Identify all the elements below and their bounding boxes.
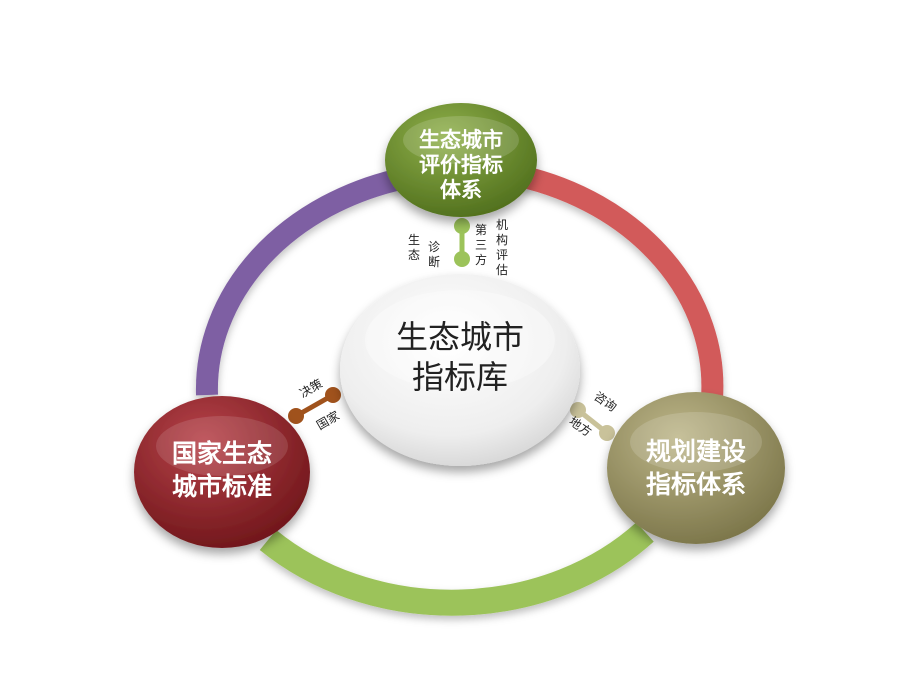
connector-top-label-right-a: 第 三 方 (475, 223, 487, 267)
svg-text:机: 机 (496, 218, 508, 232)
node-top: 生态城市 评价指标 体系 (385, 103, 537, 217)
svg-text:生: 生 (408, 233, 420, 247)
connector-left-dot-inner (325, 387, 341, 403)
node-right-label-line-1: 规划建设 (646, 437, 746, 466)
svg-text:估: 估 (496, 263, 508, 277)
connector-top: 生 态 诊 断 第 三 方 机 构 评 估 (408, 218, 508, 277)
ring-arc-right (517, 165, 724, 399)
connector-right-dot-outer (599, 425, 615, 441)
node-top-label-line-1: 生态城市 (419, 128, 503, 152)
center-node: 生态城市 指标库 (340, 274, 580, 466)
node-right-label-line-2: 指标体系 (646, 470, 746, 499)
node-left: 国家生态 城市标准 (134, 396, 310, 548)
connector-right-dot-inner (570, 402, 586, 418)
ring-arc-bottom (259, 522, 654, 616)
connector-top-dot-upper (454, 218, 470, 234)
svg-text:诊: 诊 (428, 240, 440, 254)
svg-text:第: 第 (475, 223, 487, 237)
connector-left: 决策 国家 (288, 376, 342, 433)
ring-arc-left (195, 167, 408, 396)
connector-top-dot-lower (454, 251, 470, 267)
center-node-title-line-2: 指标库 (412, 358, 508, 396)
node-top-label-line-2: 评价指标 (419, 153, 503, 177)
center-node-title-line-1: 生态城市 (396, 318, 524, 356)
connector-left-label-upper: 决策 (297, 376, 325, 400)
connector-left-dot-outer (288, 408, 304, 424)
svg-text:三: 三 (475, 238, 487, 252)
connector-top-label-right-b: 机 构 评 估 (496, 218, 508, 277)
connector-right-label-upper: 咨询 (591, 388, 619, 414)
svg-text:构: 构 (496, 232, 508, 247)
node-left-label-line-1: 国家生态 (172, 439, 272, 468)
connector-top-label-left-a: 生 态 (408, 233, 420, 262)
svg-text:评: 评 (496, 248, 508, 262)
node-left-label-line-2: 城市标准 (172, 472, 272, 501)
connector-left-label-lower: 国家 (314, 408, 342, 433)
ring (195, 165, 724, 616)
svg-text:断: 断 (428, 254, 440, 269)
node-right: 规划建设 指标体系 (607, 392, 785, 544)
connector-top-label-left-b: 诊 断 (428, 240, 440, 269)
svg-text:方: 方 (475, 252, 487, 267)
svg-text:态: 态 (408, 248, 420, 262)
node-top-label-line-3: 体系 (440, 178, 482, 202)
